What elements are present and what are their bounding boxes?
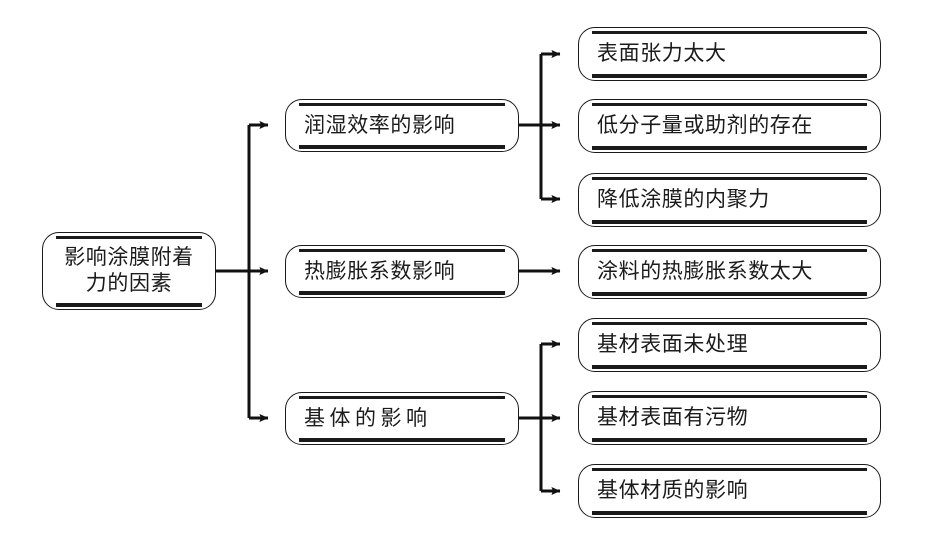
node-leaf-coating-expansion-label: 涂料的热膨胀系数太大 xyxy=(597,259,813,284)
node-branch-substrate-label: 基体的影响 xyxy=(304,405,432,430)
node-leaf-untreated-label: 基材表面未处理 xyxy=(597,332,749,357)
node-leaf-cohesion[interactable]: 降低涂膜的内聚力 xyxy=(578,173,881,227)
node-leaf-coating-expansion[interactable]: 涂料的热膨胀系数太大 xyxy=(578,245,881,299)
node-leaf-surface-tension-label: 表面张力太大 xyxy=(597,41,727,66)
node-branch-wetting-label: 润湿效率的影响 xyxy=(304,112,456,137)
node-leaf-contaminated-label: 基材表面有污物 xyxy=(597,405,749,430)
node-leaf-surface-tension[interactable]: 表面张力太大 xyxy=(578,27,881,81)
node-branch-thermal[interactable]: 热膨胀系数影响 xyxy=(285,245,519,298)
node-leaf-low-molecular[interactable]: 低分子量或助剂的存在 xyxy=(578,99,881,153)
node-root-label: 影响涂膜附着 力的因素 xyxy=(64,245,194,295)
node-branch-thermal-label: 热膨胀系数影响 xyxy=(304,258,456,283)
node-leaf-cohesion-label: 降低涂膜的内聚力 xyxy=(597,187,770,212)
node-leaf-low-molecular-label: 低分子量或助剂的存在 xyxy=(597,113,813,138)
node-branch-wetting[interactable]: 润湿效率的影响 xyxy=(285,99,519,152)
node-root[interactable]: 影响涂膜附着 力的因素 xyxy=(42,232,216,310)
node-branch-substrate[interactable]: 基体的影响 xyxy=(285,392,519,445)
node-leaf-contaminated[interactable]: 基材表面有污物 xyxy=(578,391,881,445)
node-leaf-material[interactable]: 基体材质的影响 xyxy=(578,464,881,518)
node-leaf-untreated[interactable]: 基材表面未处理 xyxy=(578,318,881,372)
node-leaf-material-label: 基体材质的影响 xyxy=(597,478,749,503)
